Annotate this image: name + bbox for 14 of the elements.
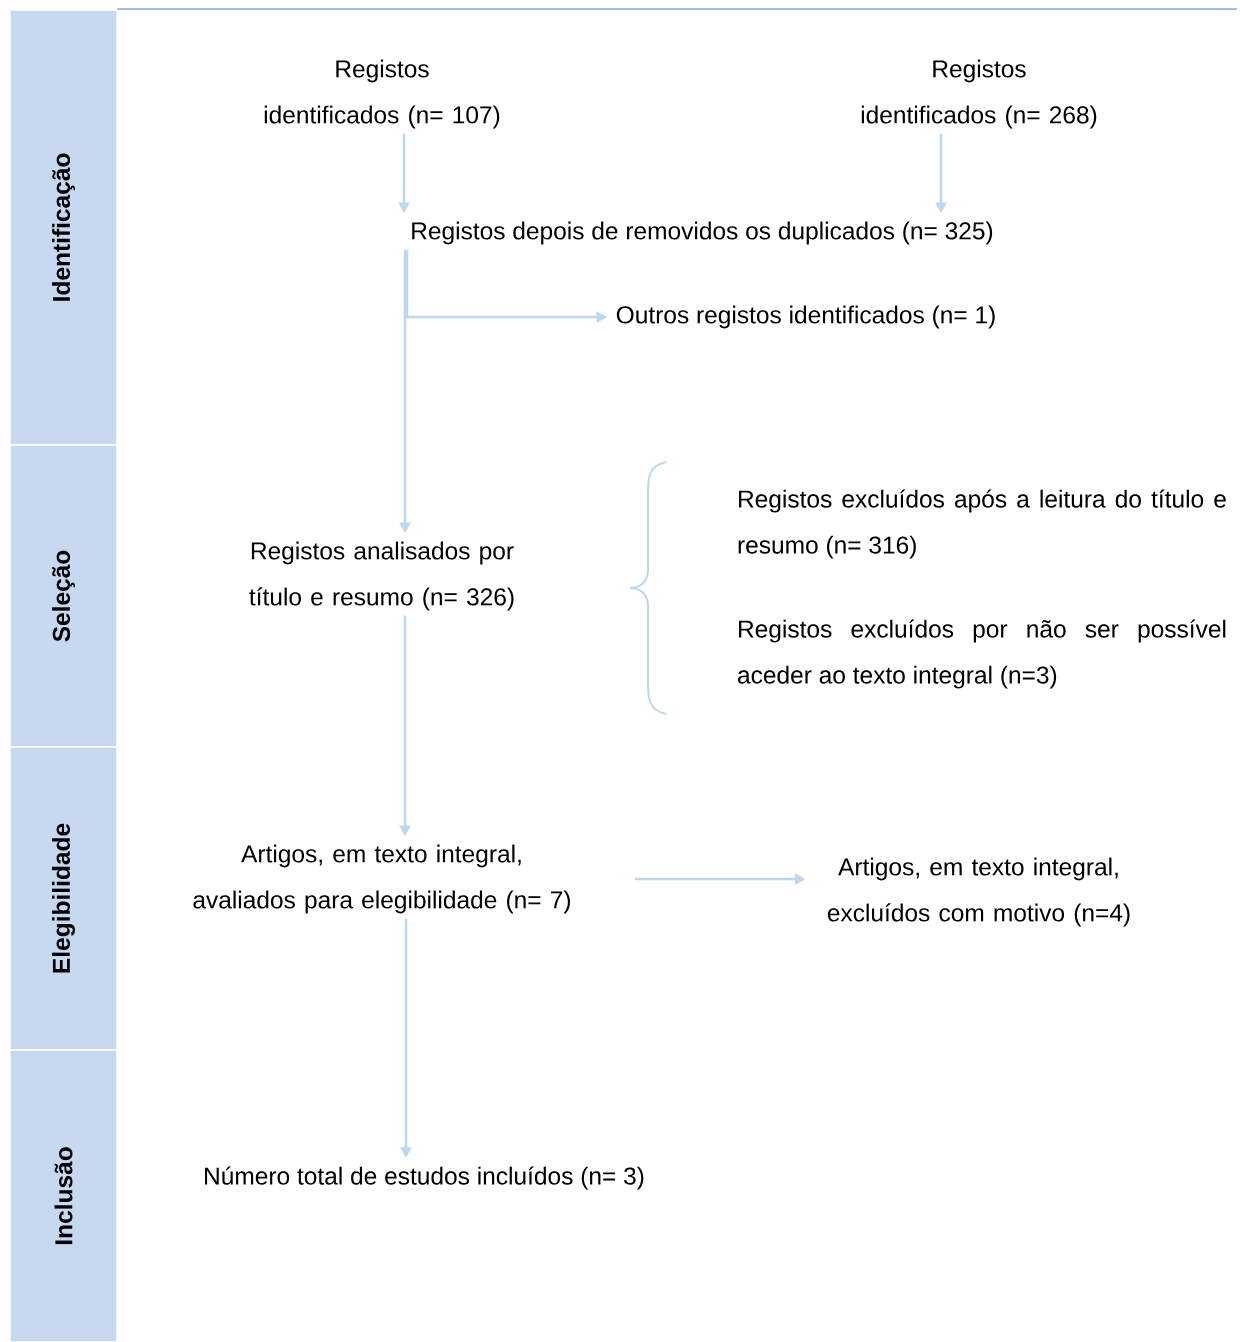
step-text: Artigos, em texto integral, excluídos com motivo (n=4) [827,857,1130,927]
stage-band: Inclusão [9,1049,118,1342]
step-text: Artigos, em texto integral, avaliados para elegibilidade (n= 7) [193,844,570,914]
step-text: Registos identificados (n= 107) [264,59,500,129]
step-text: Outros registos identificados (n= 1) [616,305,995,329]
step-text: Registos analisados por título e resumo (n= 326) [249,541,514,611]
step-text: Registos excluídos por não ser possível aceder ao texto integral (n=3) [738,619,1226,689]
step-text: Registos depois de removidos os duplicados (n= 325) [412,221,993,245]
stage-band: Seleção [9,444,118,748]
stage-band: Elegibilidade [9,746,118,1051]
stage-band: Identificação [9,9,118,446]
step-text: Registos excluídos após a leitura do título e resumo (n= 316) [738,489,1226,559]
step-text: Registos identificados (n= 268) [861,59,1097,129]
step-text: Número total de estudos incluídos (n= 3) [205,1166,644,1190]
